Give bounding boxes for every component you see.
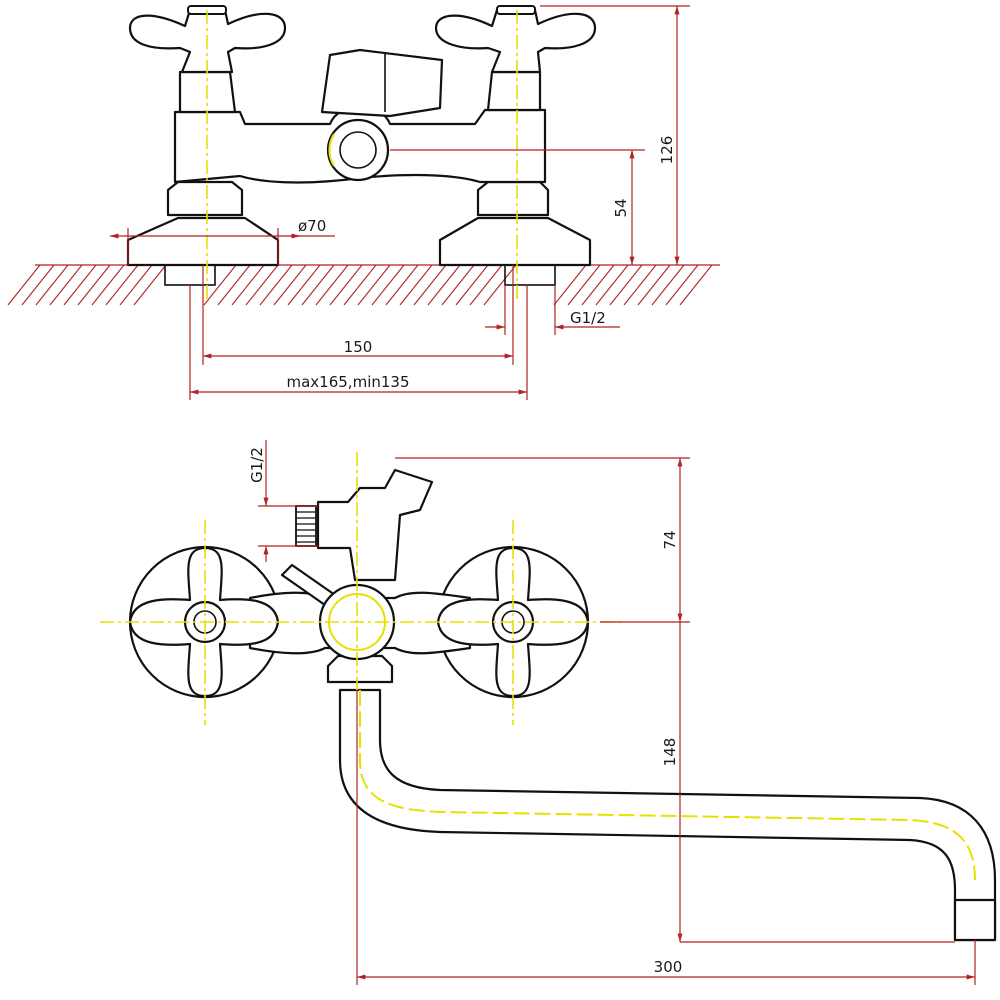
right-valve-head [486,70,542,112]
left-flange [126,216,280,267]
right-cross-handle [434,8,597,74]
hatch-line [385,264,419,306]
spout-nut [326,654,394,684]
mounting-surface-hatch [7,264,720,306]
diverter-lever [320,48,444,118]
hatch-line [301,264,335,306]
top-dimension-lines [110,5,690,400]
front-dimension-lines [258,440,976,985]
shower-outlet-height-label: 74 [661,530,679,549]
hatch-line [553,264,587,306]
hatch-line [357,264,391,306]
hatch-line [581,264,615,306]
right-hex-nut [476,180,550,217]
shower-outlet-body [316,468,434,582]
hatch-line [35,264,69,306]
center-distance-label: 150 [344,338,373,356]
outlet-ring-inner [339,131,377,169]
hatch-line [287,264,321,306]
hatch-line [119,264,153,306]
center-range-label: max165,min135 [287,373,410,391]
hatch-line [343,264,377,306]
left-hex-nut [166,180,244,217]
right-handle-cap [496,5,536,15]
hatch-line [203,264,237,306]
hatch-line [329,264,363,306]
hatch-line [259,264,293,306]
total-height-label: 126 [658,136,676,165]
outlet-height-label: 54 [612,198,630,217]
hatch-line [469,264,503,306]
hatch-line [371,264,405,306]
hatch-line [217,264,251,306]
hatch-line [441,264,475,306]
hatch-line [273,264,307,306]
hatch-line [427,264,461,306]
hatch-line [77,264,111,306]
hatch-line [21,264,55,306]
hatch-line [231,264,265,306]
hatch-line [91,264,125,306]
front-view: G1/2 74 148 300 [100,440,997,985]
shower-thread-label: G1/2 [248,447,266,483]
thread-lines [296,511,316,543]
hatch-line [315,264,349,306]
hatch-line [665,264,699,306]
hatch-line [413,264,447,306]
hatch-line [245,264,279,306]
spout-reach-label: 300 [654,958,683,976]
hatch-line [399,264,433,306]
hatch-line [105,264,139,306]
spout-drop-label: 148 [661,738,679,767]
inlet-thread-label: G1/2 [570,309,606,327]
spout-aerator [953,898,997,942]
hatch-line [567,264,601,306]
hatch-line [637,264,671,306]
right-flange [438,216,592,267]
hatch-line [7,264,41,306]
hatch-line [133,264,167,306]
hatch-line [63,264,97,306]
hatch-line [49,264,83,306]
hatch-line [679,264,713,306]
top-view: ø70 126 54 G1/2 150 max165,min135 [7,5,720,400]
hatch-line [651,264,685,306]
hatch-line [483,264,517,306]
hatch-line [623,264,657,306]
right-inlet-pipe [504,264,556,286]
hatch-line [455,264,489,306]
flange-diameter-label: ø70 [298,217,326,235]
outlet-ring-outer [326,118,390,182]
hatch-line [609,264,643,306]
hatch-line [595,264,629,306]
